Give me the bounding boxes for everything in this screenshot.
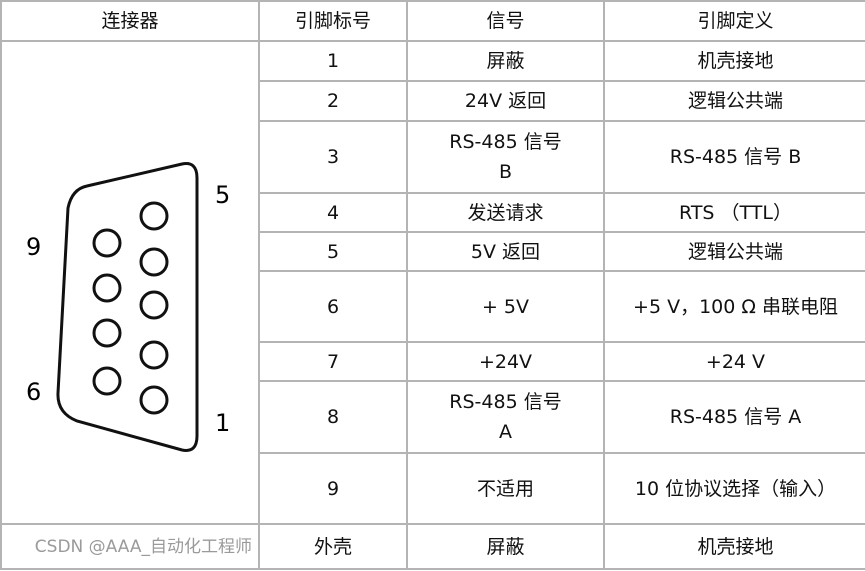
signal-cell: 5V 返回 xyxy=(406,231,605,272)
pin-cell: 1 xyxy=(258,40,408,82)
pin-label-1: 1 xyxy=(215,409,230,437)
pin-label-9: 9 xyxy=(26,233,41,261)
pin-cell: 9 xyxy=(258,452,408,525)
definition-cell: RS-485 信号 A xyxy=(603,380,865,454)
pin-cell: 4 xyxy=(258,192,408,233)
pin-cell: 2 xyxy=(258,80,408,122)
definition-cell: RS-485 信号 B xyxy=(603,120,865,194)
definition-cell: +5 V，100 Ω 串联电阻 xyxy=(603,270,865,343)
pin-cell: 3 xyxy=(258,120,408,194)
table-row: 4 发送请求 RTS （TTL） xyxy=(1,192,865,233)
signal-cell: +24V xyxy=(406,341,605,382)
signal-cell: 屏蔽 xyxy=(406,40,605,82)
definition-cell: 逻辑公共端 xyxy=(603,231,865,272)
connector-diagram: 5 9 6 1 xyxy=(0,40,260,525)
pin-cell: 7 xyxy=(258,341,408,382)
pin-cell: 8 xyxy=(258,380,408,454)
definition-cell: 机壳接地 xyxy=(603,40,865,82)
signal-cell: 屏蔽 xyxy=(406,523,605,570)
table-row: 9 不适用 10 位协议选择（输入） xyxy=(1,452,865,525)
signal-cell: 不适用 xyxy=(406,452,605,525)
header-connector: 连接器 xyxy=(0,0,260,42)
signal-cell: 发送请求 xyxy=(406,192,605,233)
header-pin: 引脚标号 xyxy=(258,0,408,42)
table-row: 3 RS-485 信号 B RS-485 信号 B xyxy=(1,120,865,194)
pin-label-5: 5 xyxy=(215,181,230,209)
definition-cell: 机壳接地 xyxy=(603,523,865,570)
definition-cell: 10 位协议选择（输入） xyxy=(603,452,865,525)
pin-label-6: 6 xyxy=(26,378,41,406)
signal-cell: + 5V xyxy=(406,270,605,343)
definition-cell: 逻辑公共端 xyxy=(603,80,865,122)
table-row: 5 5V 返回 逻辑公共端 xyxy=(1,231,865,272)
watermark: CSDN @AAA_自动化工程师 xyxy=(0,523,260,570)
signal-cell: RS-485 信号 A xyxy=(406,380,605,454)
header-definition: 引脚定义 xyxy=(603,0,865,42)
signal-cell: 24V 返回 xyxy=(406,80,605,122)
table-row: 5 9 6 1 1 屏蔽 机壳接地 xyxy=(0,40,865,525)
header-row: 连接器 引脚标号 信号 引脚定义 xyxy=(0,0,865,42)
db9-connector-icon: 5 9 6 1 xyxy=(26,161,230,452)
table-row: CSDN @AAA_自动化工程师 外壳 屏蔽 机壳接地 xyxy=(0,523,865,570)
table-row: 7 +24V +24 V xyxy=(1,341,865,382)
table-row: 2 24V 返回 逻辑公共端 xyxy=(1,80,865,122)
signal-cell: RS-485 信号 B xyxy=(406,120,605,194)
pin-cell: 6 xyxy=(258,270,408,343)
pin-cell: 5 xyxy=(258,231,408,272)
definition-cell: RTS （TTL） xyxy=(603,192,865,233)
definition-cell: +24 V xyxy=(603,341,865,382)
table-row: 6 + 5V +5 V，100 Ω 串联电阻 xyxy=(1,270,865,343)
table-row: 8 RS-485 信号 A RS-485 信号 A xyxy=(1,380,865,454)
pin-cell: 外壳 xyxy=(258,523,408,570)
header-signal: 信号 xyxy=(406,0,605,42)
